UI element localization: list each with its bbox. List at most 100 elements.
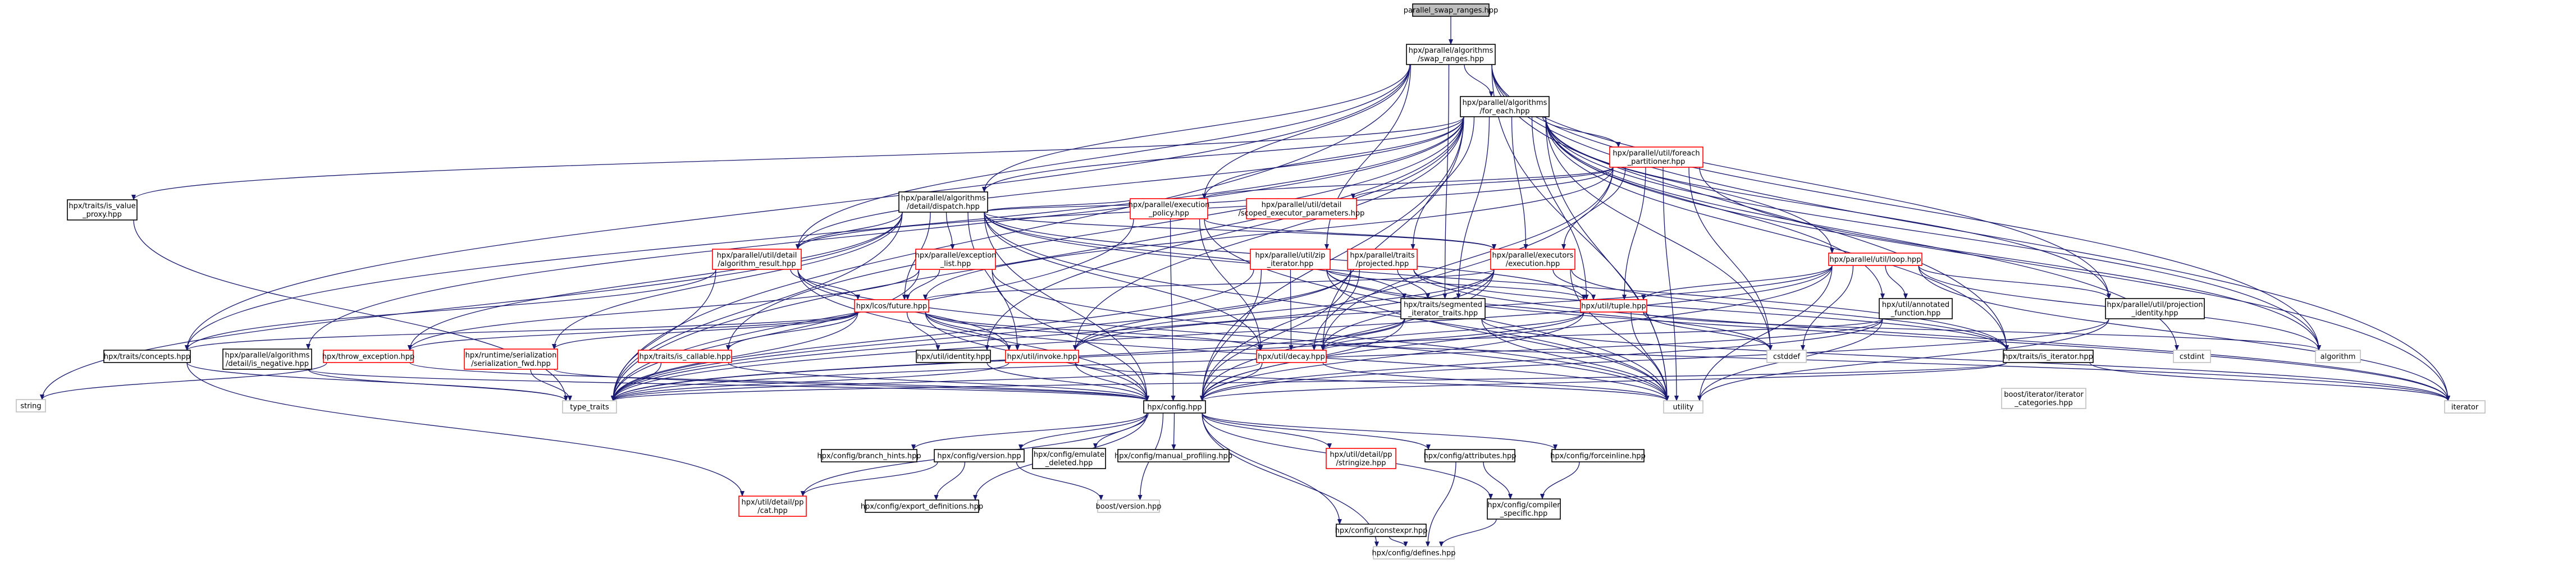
node-box	[2173, 350, 2211, 363]
node-execution-policy[interactable]: hpx/parallel/execution_policy.hpp	[1129, 198, 1210, 219]
edge-dispatch-to-executors_execution	[984, 212, 1496, 250]
node-projection-identity[interactable]: hpx/parallel/util/projection_identity.hp…	[2105, 298, 2205, 319]
edge-config-to-config_version	[1018, 412, 1148, 450]
node-label: hpx/util/detail/pp	[742, 498, 804, 507]
edge-swap_ranges-to-projection_identity	[1491, 64, 2111, 299]
node-config[interactable]: hpx/config.hpp	[1143, 400, 1206, 414]
node-lcos-future[interactable]: hpx/lcos/future.hpp	[854, 299, 929, 313]
node-iterator: iterator	[2444, 400, 2486, 414]
node-box	[67, 199, 138, 221]
node-box	[1246, 198, 1357, 219]
edge-is_iterator-to-iterator	[2089, 362, 2450, 401]
node-label: hpx/config/emulate	[1034, 451, 1104, 459]
node-label: /detail/dispatch.hpp	[907, 203, 980, 211]
node-export-definitions[interactable]: hpx/config/export_definitions.hpp	[861, 499, 983, 513]
node-label: hpx/parallel/exception	[915, 251, 997, 260]
edge-util_loop-to-type_traits	[611, 265, 1833, 401]
node-dispatch[interactable]: hpx/parallel/algorithms/detail/dispatch.…	[898, 191, 988, 213]
edge-is_iterator-to-type_traits	[611, 362, 2007, 401]
edge-foreach_partitioner-to-cstddef	[1688, 167, 1773, 351]
node-label: hpx/parallel/algorithms	[1463, 99, 1547, 107]
node-label: hpx/util/decay.hpp	[1258, 353, 1325, 361]
node-boost-version: boost/version.hpp	[1096, 499, 1162, 513]
node-label: hpx/parallel/executors	[1492, 251, 1574, 260]
node-zip-iterator[interactable]: hpx/parallel/util/zip_iterator.hpp	[1250, 249, 1331, 270]
edge-executors_execution-to-type_traits	[611, 269, 1495, 401]
node-serialization-fwd[interactable]: hpx/runtime/serialization/serialization_…	[464, 349, 558, 370]
node-is-iterator[interactable]: hpx/traits/is_iterator.hpp	[2003, 350, 2094, 363]
node-label: iterator	[2451, 403, 2479, 412]
node-box	[934, 449, 1025, 462]
node-parallel-swap-ranges[interactable]: parallel_swap_ranges.hpp	[1404, 3, 1498, 17]
node-is-value-proxy[interactable]: hpx/traits/is_value_proxy.hpp	[67, 199, 138, 221]
node-annotated-function[interactable]: hpx/util/annotated_function.hpp	[1879, 298, 1953, 319]
node-algorithm-result[interactable]: hpx/parallel/util/detail/algorithm_resul…	[712, 249, 802, 270]
edge-config-to-defines	[1202, 412, 1379, 547]
node-box	[1424, 449, 1515, 462]
node-util-invoke[interactable]: hpx/util/invoke.hpp	[1005, 350, 1079, 363]
edge-execution_policy-to-config	[1170, 218, 1176, 401]
node-label: hpx/util/invoke.hpp	[1007, 353, 1077, 361]
node-label: algorithm	[2321, 353, 2356, 361]
node-pp-cat[interactable]: hpx/util/detail/pp/cat.hpp	[738, 496, 807, 517]
node-box	[1117, 449, 1230, 462]
node-util-decay[interactable]: hpx/util/decay.hpp	[1256, 350, 1327, 363]
node-compiler-specific[interactable]: hpx/config/compiler_specific.hpp	[1487, 498, 1561, 520]
edge-zip_iterator-to-config	[1200, 269, 1262, 401]
node-string: string	[16, 399, 46, 412]
edge-util_tuple-to-algorithm	[1643, 311, 2321, 351]
node-segmented-iterator-traits[interactable]: hpx/traits/segmented_iterator_traits.hpp	[1400, 298, 1486, 319]
edge-for_each-to-execution_policy	[1202, 116, 1464, 199]
node-throw-exception[interactable]: hpx/throw_exception.hpp	[322, 350, 414, 363]
node-label: hpx/util/annotated	[1882, 301, 1949, 309]
node-projected[interactable]: hpx/parallel/traits/projected.hpp	[1347, 249, 1418, 270]
edge-for_each-to-is_iterator	[1545, 116, 2009, 351]
edge-compiler_specific-to-defines	[1439, 519, 1497, 547]
edge-lcos_future-to-throw_exception	[408, 311, 858, 351]
node-is-callable[interactable]: hpx/traits/is_callable.hpp	[638, 350, 732, 363]
node-util-tuple[interactable]: hpx/util/tuple.hpp	[1580, 299, 1647, 313]
node-attributes[interactable]: hpx/config/attributes.hpp	[1423, 449, 1517, 462]
edge-projected-to-segmented_iterator_traits	[1397, 269, 1430, 299]
node-box	[2001, 388, 2086, 409]
node-label: cstdint	[2180, 353, 2204, 361]
edge-dispatch-to-config	[984, 212, 1149, 401]
node-manual-profiling[interactable]: hpx/config/manual_profiling.hpp	[1115, 449, 1232, 462]
edge-serialization_fwd-to-config	[554, 369, 1149, 401]
node-util-loop[interactable]: hpx/parallel/util/loop.hpp	[1828, 253, 1922, 266]
node-label: /serialization_fwd.hpp	[471, 360, 551, 368]
node-swap-ranges[interactable]: hpx/parallel/algorithms/swap_ranges.hpp	[1406, 44, 1496, 65]
node-label: hpx/util/tuple.hpp	[1581, 302, 1646, 311]
edge-for_each-to-algorithm	[1545, 116, 2321, 351]
node-util-identity[interactable]: hpx/util/identity.hpp	[916, 350, 991, 363]
node-for-each[interactable]: hpx/parallel/algorithms/for_each.hpp	[1460, 96, 1550, 117]
node-scoped-executor-parameters[interactable]: hpx/parallel/util/detail/scoped_executor…	[1239, 198, 1365, 219]
node-forceinline[interactable]: hpx/config/forceinline.hpp	[1550, 449, 1646, 462]
edge-executors_execution-to-util_tuple	[1552, 269, 1596, 300]
edge-for_each-to-config	[1200, 116, 1464, 401]
node-executors-execution[interactable]: hpx/parallel/executors/execution.hpp	[1490, 249, 1575, 270]
node-label: hpx/traits/is_iterator.hpp	[2003, 353, 2093, 361]
node-traits-concepts[interactable]: hpx/traits/concepts.hpp	[103, 350, 191, 363]
node-defines: hpx/config/defines.hpp	[1372, 546, 1456, 560]
node-label: _iterator.hpp	[1267, 260, 1314, 268]
node-branch-hints[interactable]: hpx/config/branch_hints.hpp	[817, 449, 921, 462]
node-emulate-deleted[interactable]: hpx/config/emulate_deleted.hpp	[1032, 448, 1106, 469]
node-constexpr[interactable]: hpx/config/constexpr.hpp	[1335, 524, 1428, 537]
node-label: _proxy.hpp	[82, 210, 122, 219]
node-foreach-partitioner[interactable]: hpx/parallel/util/foreach_partitioner.hp…	[1609, 146, 1703, 168]
node-is-negative[interactable]: hpx/parallel/algorithms/detail/is_negati…	[222, 349, 312, 370]
node-label: hpx/throw_exception.hpp	[322, 353, 414, 361]
node-exception-list[interactable]: hpx/parallel/exception_list.hpp	[915, 249, 997, 270]
edge-util_tuple-to-type_traits	[611, 311, 1584, 401]
node-stringize[interactable]: hpx/util/detail/pp/stringize.hpp	[1326, 448, 1396, 469]
node-label: hpx/traits/segmented	[1404, 301, 1482, 309]
edge-projection_identity-to-utility	[1697, 318, 2109, 401]
edge-swap_ranges-to-dispatch	[982, 64, 1410, 192]
node-label: boost/version.hpp	[1096, 503, 1162, 511]
edge-traits_concepts-to-pp_cat	[186, 362, 745, 497]
node-config-version[interactable]: hpx/config/version.hpp	[934, 449, 1025, 462]
node-label: hpx/config/attributes.hpp	[1423, 452, 1516, 461]
edge-foreach_partitioner-to-util_tuple	[1622, 167, 1646, 300]
